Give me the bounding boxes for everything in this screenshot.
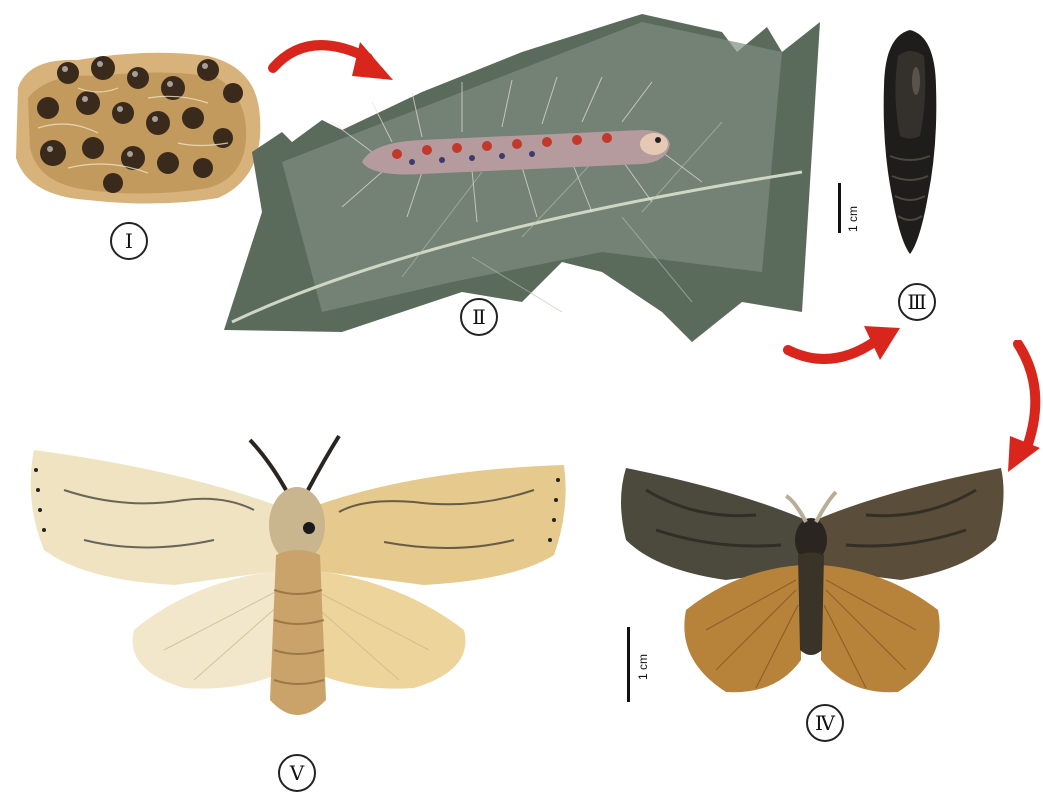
- stage-label-pupa: Ⅲ: [898, 283, 936, 321]
- pupa-scale-label: 1 cm: [846, 206, 860, 232]
- pupa-image: [880, 26, 940, 258]
- male-moth-image: [616, 460, 1008, 698]
- larva-image: [222, 12, 822, 352]
- arrow-pupa-to-adult: [1000, 340, 1043, 475]
- male-scale-bar: [627, 627, 630, 702]
- female-moth-image: [24, 430, 570, 740]
- arrow-larva-to-pupa: [782, 322, 902, 382]
- stage-label-egg: Ⅰ: [110, 222, 148, 260]
- pupa-scale-bar: [838, 183, 841, 233]
- stage-label-larva: Ⅱ: [460, 298, 498, 336]
- stage-label-female: Ⅴ: [278, 754, 316, 792]
- male-scale-label: 1 cm: [636, 654, 650, 680]
- stage-label-male: Ⅳ: [806, 704, 844, 742]
